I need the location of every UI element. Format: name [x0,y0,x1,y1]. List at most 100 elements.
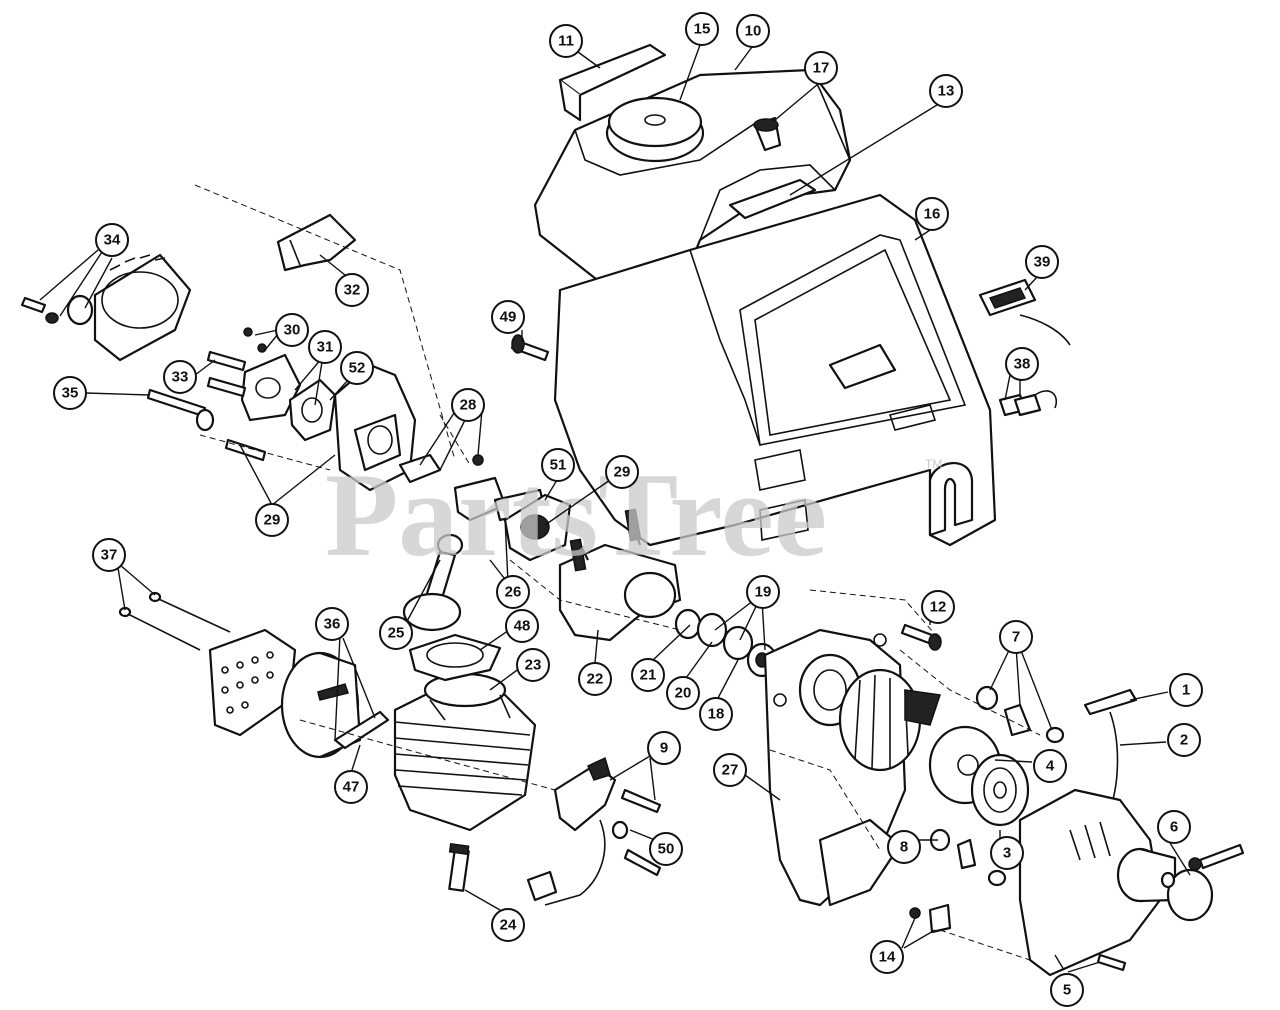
module-screws [611,788,662,877]
callout-14[interactable]: 14 [870,940,904,974]
callout-48[interactable]: 48 [505,609,539,643]
muffler-bolts [118,591,231,651]
svg-text:39: 39 [1034,254,1051,271]
svg-text:16: 16 [924,206,941,223]
callout-2[interactable]: 2 [1167,723,1201,757]
callout-29-right[interactable]: 29 [605,455,639,489]
svg-text:PartsTree: PartsTree [325,448,827,581]
svg-text:14: 14 [879,949,896,966]
svg-text:52: 52 [349,360,366,377]
callout-26[interactable]: 26 [496,575,530,609]
callout-49[interactable]: 49 [491,300,525,334]
svg-text:22: 22 [587,671,604,688]
svg-text:2: 2 [1180,732,1188,749]
choke-shutter [276,213,357,272]
callout-22[interactable]: 22 [578,662,612,696]
callout-1[interactable]: 1 [1169,673,1203,707]
svg-text:TM: TM [925,457,942,471]
svg-text:33: 33 [172,369,189,386]
callout-10[interactable]: 10 [736,14,770,48]
callout-37[interactable]: 37 [92,538,126,572]
callout-29-left[interactable]: 29 [255,503,289,537]
cover-screw [510,334,550,362]
callout-19[interactable]: 19 [746,575,780,609]
callout-24[interactable]: 24 [491,908,525,942]
svg-text:49: 49 [500,309,517,326]
callout-11[interactable]: 11 [549,24,583,58]
svg-text:24: 24 [500,917,517,934]
svg-text:20: 20 [675,685,692,702]
engine-cover [553,193,997,547]
cylinder [393,672,537,832]
svg-text:12: 12 [930,599,947,616]
partstree-watermark: PartsTree TM [325,448,942,581]
svg-text:5: 5 [1063,982,1071,999]
svg-text:7: 7 [1012,629,1020,646]
svg-text:50: 50 [658,841,675,858]
callout-6[interactable]: 6 [1157,810,1191,844]
callout-30[interactable]: 30 [275,313,309,347]
ignition-switch [978,278,1071,417]
callout-9[interactable]: 9 [647,731,681,765]
callout-34[interactable]: 34 [95,223,129,257]
callout-31[interactable]: 31 [308,330,342,364]
callout-32[interactable]: 32 [335,273,369,307]
callout-33[interactable]: 33 [163,360,197,394]
fuel-tank-strap [558,43,667,122]
callout-15[interactable]: 15 [685,12,719,46]
svg-text:31: 31 [317,339,334,356]
carburetor [240,327,302,422]
callout-52[interactable]: 52 [340,351,374,385]
svg-text:37: 37 [101,547,118,564]
callout-36[interactable]: 36 [315,607,349,641]
callout-16[interactable]: 16 [915,197,949,231]
callout-47[interactable]: 47 [334,770,368,804]
svg-text:11: 11 [558,33,574,50]
svg-text:28: 28 [460,397,477,414]
svg-text:8: 8 [900,839,908,856]
callout-4[interactable]: 4 [1033,749,1067,783]
callout-18[interactable]: 18 [699,697,733,731]
callout-3[interactable]: 3 [990,836,1024,870]
carb-mount-screws [146,350,267,462]
crankcase [558,508,682,642]
svg-text:30: 30 [284,322,301,339]
svg-text:32: 32 [344,282,361,299]
callout-21[interactable]: 21 [631,658,665,692]
callout-50[interactable]: 50 [649,832,683,866]
svg-text:25: 25 [388,625,405,642]
svg-text:13: 13 [938,83,955,100]
flywheel-screw [900,623,942,651]
svg-text:38: 38 [1014,356,1031,373]
callout-7[interactable]: 7 [999,620,1033,654]
callout-23[interactable]: 23 [516,648,550,682]
carburetor-gasket [288,378,337,442]
callout-35[interactable]: 35 [53,376,87,410]
tank-bracket [728,178,817,220]
fuel-line-grommet [753,116,782,152]
starter-handle-rope [1083,688,1138,811]
svg-text:21: 21 [640,667,657,684]
connecting-rod [402,533,464,632]
callout-27[interactable]: 27 [713,753,747,787]
svg-text:27: 27 [722,762,739,779]
callout-5[interactable]: 5 [1050,973,1084,1007]
fuel-cap [605,96,705,163]
callout-8[interactable]: 8 [887,830,921,864]
callout-25[interactable]: 25 [379,616,413,650]
callout-20[interactable]: 20 [666,676,700,710]
callout-39[interactable]: 39 [1025,245,1059,279]
callout-17[interactable]: 17 [804,51,838,85]
svg-text:36: 36 [324,616,341,633]
callout-38[interactable]: 38 [1005,347,1039,381]
flywheel [838,668,941,772]
svg-text:10: 10 [745,23,762,40]
air-box-base [333,363,417,492]
callout-28[interactable]: 28 [451,388,485,422]
callout-12[interactable]: 12 [921,590,955,624]
part-callouts: 11 15 10 17 13 16 34 32 39 49 30 31 52 3… [53,12,1203,1007]
callout-13[interactable]: 13 [929,74,963,108]
svg-text:34: 34 [104,232,121,249]
callout-51[interactable]: 51 [541,448,575,482]
intake-gasket [503,493,572,562]
